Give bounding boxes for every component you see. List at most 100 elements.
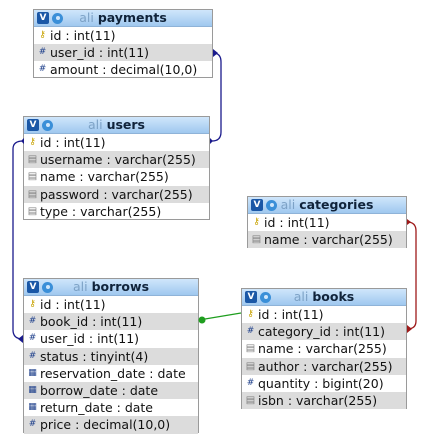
column-row[interactable]: #status : tinyint(4) <box>24 347 198 365</box>
column-label: id : int(11) <box>264 215 330 230</box>
column-label: password : varchar(255) <box>40 186 193 202</box>
header-icons: V <box>251 198 277 212</box>
column-row[interactable]: ▦return_date : date <box>24 399 198 416</box>
column-row[interactable]: ▦reservation_date : date <box>24 365 198 382</box>
table-name: books <box>312 289 355 304</box>
toggle-icon[interactable]: V <box>251 199 263 211</box>
column-row[interactable]: ▤isbn : varchar(255) <box>242 391 406 410</box>
column-label: name : varchar(255) <box>264 232 393 248</box>
txt-icon: ▤ <box>27 188 38 200</box>
gear-icon[interactable] <box>42 119 53 131</box>
column-row[interactable]: #user_id : int(11) <box>34 44 212 62</box>
relation-arrow <box>21 138 24 144</box>
table-title: ali users <box>24 117 209 133</box>
column-label: name : varchar(255) <box>40 169 169 185</box>
column-row[interactable]: ⚷id : int(11) <box>24 134 209 151</box>
relation-arrow <box>213 49 218 57</box>
relation-arrow <box>18 335 23 343</box>
txt-icon: ▤ <box>245 360 256 372</box>
column-label: id : int(11) <box>258 307 324 322</box>
gear-icon[interactable] <box>42 281 53 293</box>
relation-borrows-users <box>12 140 24 340</box>
table-title: ali categories <box>248 197 406 213</box>
num-icon: # <box>28 316 37 327</box>
relation-books-categories <box>406 221 417 330</box>
key-icon: ⚷ <box>253 217 260 227</box>
date-icon: ▦ <box>28 384 37 395</box>
column-label: name : varchar(255) <box>258 341 387 357</box>
column-row[interactable]: ⚷id : int(11) <box>242 306 406 323</box>
column-row[interactable]: ▤type : varchar(255) <box>24 203 209 220</box>
column-row[interactable]: ▤name : varchar(255) <box>248 231 406 249</box>
column-row[interactable]: #user_id : int(11) <box>24 330 198 347</box>
column-row[interactable]: ▦borrow_date : date <box>24 381 198 400</box>
table-title: ali books <box>242 289 406 305</box>
column-row[interactable]: ▤username : varchar(255) <box>24 151 209 169</box>
column-row[interactable]: ▤password : varchar(255) <box>24 185 209 203</box>
table-name: payments <box>97 10 167 25</box>
toggle-icon[interactable]: V <box>37 12 49 24</box>
column-label: user_id : int(11) <box>50 45 150 61</box>
column-row[interactable]: #book_id : int(11) <box>24 313 198 331</box>
num-icon: # <box>38 64 47 75</box>
header-icons: V <box>27 118 53 132</box>
key-icon: ⚷ <box>29 299 36 309</box>
key-icon: ⚷ <box>39 30 46 40</box>
column-row[interactable]: ⚷id : int(11) <box>24 296 198 313</box>
column-label: user_id : int(11) <box>40 331 140 347</box>
txt-icon: ▤ <box>27 205 38 217</box>
txt-icon: ▤ <box>27 154 38 166</box>
column-row[interactable]: ▤name : varchar(255) <box>242 340 406 357</box>
column-row[interactable]: ⚷id : int(11) <box>34 27 212 44</box>
num-icon: # <box>28 350 37 361</box>
column-row[interactable]: ⚷ id : int(11) <box>248 214 406 231</box>
column-label: type : varchar(255) <box>40 203 162 219</box>
relation-arrow <box>407 219 411 225</box>
column-label: quantity : bigint(20) <box>258 375 384 391</box>
column-row[interactable]: #quantity : bigint(20) <box>242 375 406 392</box>
date-icon: ▦ <box>28 367 37 378</box>
table-name: categories <box>299 197 374 212</box>
column-label: id : int(11) <box>40 135 106 150</box>
relation-arrow <box>210 138 213 144</box>
relation-arrow <box>198 316 206 324</box>
toggle-icon[interactable]: V <box>245 291 257 303</box>
header-icons: V <box>245 290 271 304</box>
toggle-icon[interactable]: V <box>27 119 39 131</box>
column-row[interactable]: ▤author : varchar(255) <box>242 357 406 375</box>
gear-icon[interactable] <box>52 12 63 24</box>
txt-icon: ▤ <box>27 171 38 183</box>
num-icon: # <box>38 47 47 58</box>
txt-icon: ▤ <box>245 394 256 406</box>
relation-arrow <box>407 325 412 333</box>
relation-borrows-books <box>198 312 242 321</box>
gear-icon[interactable] <box>260 291 271 303</box>
table-db-name: ali <box>79 10 94 25</box>
table-title: ali payments <box>34 10 212 26</box>
gear-icon[interactable] <box>266 199 277 211</box>
table-name: users <box>106 117 145 132</box>
relation-payments-users <box>211 52 222 142</box>
table-db-name: ali <box>280 197 296 212</box>
toggle-icon[interactable]: V <box>27 281 39 293</box>
column-row[interactable]: #amount : decimal(10,0) <box>34 61 212 78</box>
column-row[interactable]: #price : decimal(10,0) <box>24 416 198 434</box>
table-title: ali borrows <box>24 279 198 295</box>
column-row[interactable]: ▤name : varchar(255) <box>24 168 209 185</box>
column-row[interactable]: #category_id : int(11) <box>242 323 406 341</box>
column-label: author : varchar(255) <box>258 358 393 374</box>
txt-icon: ▤ <box>245 343 256 355</box>
column-label: reservation_date : date <box>40 365 186 381</box>
column-label: isbn : varchar(255) <box>258 392 378 408</box>
